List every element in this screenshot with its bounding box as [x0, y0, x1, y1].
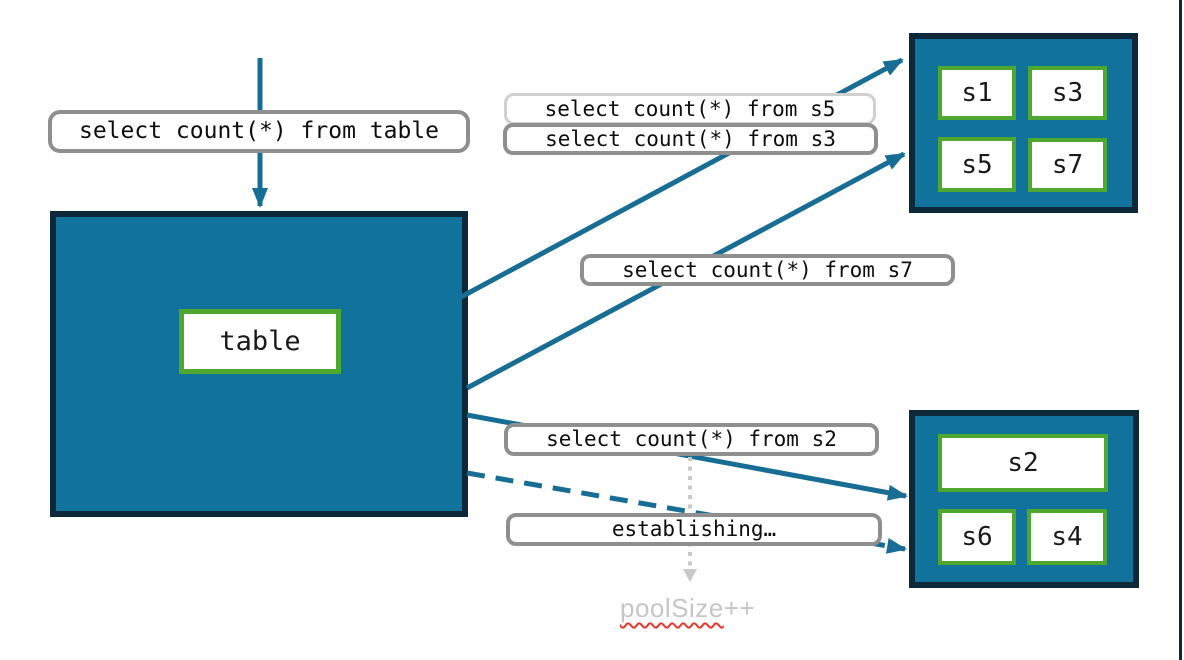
- establishing-label: establishing…: [506, 513, 882, 546]
- query-label-s2: select count(*) from s2: [504, 423, 879, 456]
- shard-s3: s3: [1028, 66, 1107, 120]
- query-label-s7: select count(*) from s7: [580, 254, 955, 286]
- arrow-table-to-bottom-group-dashed: [466, 470, 907, 554]
- table-box: table: [50, 211, 468, 517]
- shard-group-top: s1 s3 s5 s7: [909, 33, 1138, 213]
- poolsize-annotation: poolSize++: [620, 593, 755, 624]
- shard-s1: s1: [938, 66, 1016, 120]
- shard-s6: s6: [938, 509, 1016, 565]
- shard-s7: s7: [1028, 138, 1107, 192]
- shard-s5: s5: [938, 137, 1016, 192]
- shard-s2: s2: [938, 434, 1108, 492]
- query-label-table: select count(*) from table: [48, 110, 470, 153]
- table-label: table: [179, 309, 341, 374]
- poolsize-word: poolSize: [620, 593, 724, 623]
- query-label-s5: select count(*) from s5: [504, 93, 876, 125]
- shard-group-bottom: s2 s6 s4: [909, 410, 1139, 588]
- poolsize-operator: ++: [723, 593, 756, 623]
- query-label-s3: select count(*) from s3: [503, 123, 878, 155]
- shard-s4: s4: [1027, 509, 1107, 565]
- slide-edge-line: [1179, 0, 1182, 660]
